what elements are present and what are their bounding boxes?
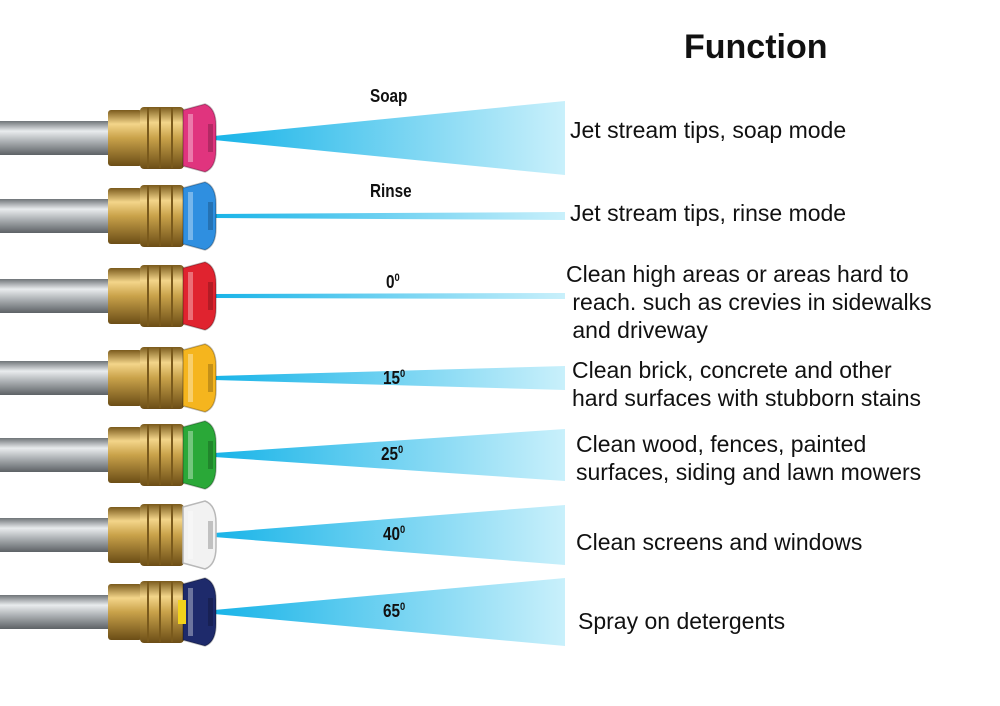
- brass-collar: [140, 504, 184, 566]
- degree-mark: 0: [394, 272, 400, 284]
- nozzle-label-text: 65: [383, 601, 401, 621]
- brass-collar: [140, 424, 184, 486]
- brass-collar: [140, 347, 184, 409]
- tip-shadow: [208, 521, 213, 549]
- function-description: Jet stream tips, rinse mode: [570, 200, 847, 226]
- tip-seal: [178, 600, 186, 624]
- function-description: Jet stream tips, soap mode: [570, 117, 847, 143]
- steel-wand: [0, 199, 112, 233]
- nozzle-row: [0, 500, 565, 570]
- nozzle-label: 650: [383, 601, 405, 622]
- nozzle-label: Rinse: [370, 181, 412, 202]
- spray-fan: [214, 578, 565, 646]
- tip-highlight: [188, 511, 193, 559]
- tip-highlight: [188, 588, 193, 636]
- nozzle-row: [0, 261, 565, 331]
- brass-collar: [140, 581, 184, 643]
- nozzle-row: [0, 101, 565, 175]
- brass-coupler: [108, 427, 142, 483]
- function-description: Clean high areas or areas hard to reach.…: [566, 261, 932, 343]
- steel-wand: [0, 279, 112, 313]
- steel-wand: [0, 121, 112, 155]
- tip-shadow: [208, 202, 213, 230]
- steel-wand: [0, 595, 112, 629]
- nozzle-label-text: 25: [381, 444, 399, 464]
- nozzle-label: Soap: [370, 86, 407, 107]
- nozzle-tip: [182, 577, 217, 647]
- brass-coupler: [108, 188, 142, 244]
- tip-highlight: [188, 272, 193, 320]
- brass-coupler: [108, 110, 142, 166]
- brass-collar: [140, 107, 184, 169]
- steel-wand: [0, 361, 112, 395]
- brass-collar: [140, 265, 184, 327]
- nozzle-tip: [182, 103, 217, 173]
- nozzle-label-text: Rinse: [370, 181, 412, 201]
- tip-highlight: [188, 431, 193, 479]
- nozzle-tip: [182, 420, 217, 490]
- tip-shadow: [208, 598, 213, 626]
- nozzle-tip: [182, 181, 217, 251]
- nozzle-label: 250: [381, 444, 403, 465]
- nozzle-label: 400: [383, 524, 405, 545]
- steel-wand: [0, 518, 112, 552]
- nozzle-label-text: 0: [386, 272, 395, 292]
- tip-highlight: [188, 192, 193, 240]
- nozzle-row: [0, 343, 565, 413]
- degree-mark: 0: [400, 524, 406, 536]
- tip-shadow: [208, 124, 213, 152]
- degree-mark: 0: [400, 601, 406, 613]
- nozzle-label: 150: [383, 368, 405, 389]
- nozzle-row: [0, 420, 565, 490]
- spray-fan: [214, 429, 565, 481]
- function-description: Clean wood, fences, painted surfaces, si…: [576, 431, 922, 485]
- degree-mark: 0: [400, 368, 406, 380]
- tip-shadow: [208, 441, 213, 469]
- tip-highlight: [188, 114, 193, 162]
- tip-shadow: [208, 282, 213, 310]
- nozzle-tip: [182, 343, 217, 413]
- spray-fan: [214, 101, 565, 175]
- steel-wand: [0, 438, 112, 472]
- nozzle-row: [0, 181, 565, 251]
- spray-fan: [214, 505, 565, 565]
- page-title: Function: [684, 28, 828, 66]
- brass-coupler: [108, 584, 142, 640]
- nozzle-label-text: Soap: [370, 86, 408, 106]
- nozzle-label-text: 15: [383, 368, 401, 388]
- nozzle-row: [0, 577, 565, 647]
- tip-shadow: [208, 364, 213, 392]
- tip-highlight: [188, 354, 193, 402]
- spray-fan: [214, 293, 565, 299]
- function-description: Clean brick, concrete and other hard sur…: [572, 357, 922, 411]
- function-description: Clean screens and windows: [576, 529, 863, 555]
- nozzle-tip: [182, 500, 217, 570]
- nozzle-label: 00: [386, 272, 400, 293]
- brass-collar: [140, 185, 184, 247]
- brass-coupler: [108, 350, 142, 406]
- spray-fan: [214, 212, 565, 220]
- degree-mark: 0: [398, 444, 404, 456]
- brass-coupler: [108, 268, 142, 324]
- function-description: Spray on detergents: [578, 608, 786, 634]
- spray-fan: [214, 366, 565, 390]
- nozzle-label-text: 40: [383, 524, 401, 544]
- nozzle-tip: [182, 261, 217, 331]
- brass-coupler: [108, 507, 142, 563]
